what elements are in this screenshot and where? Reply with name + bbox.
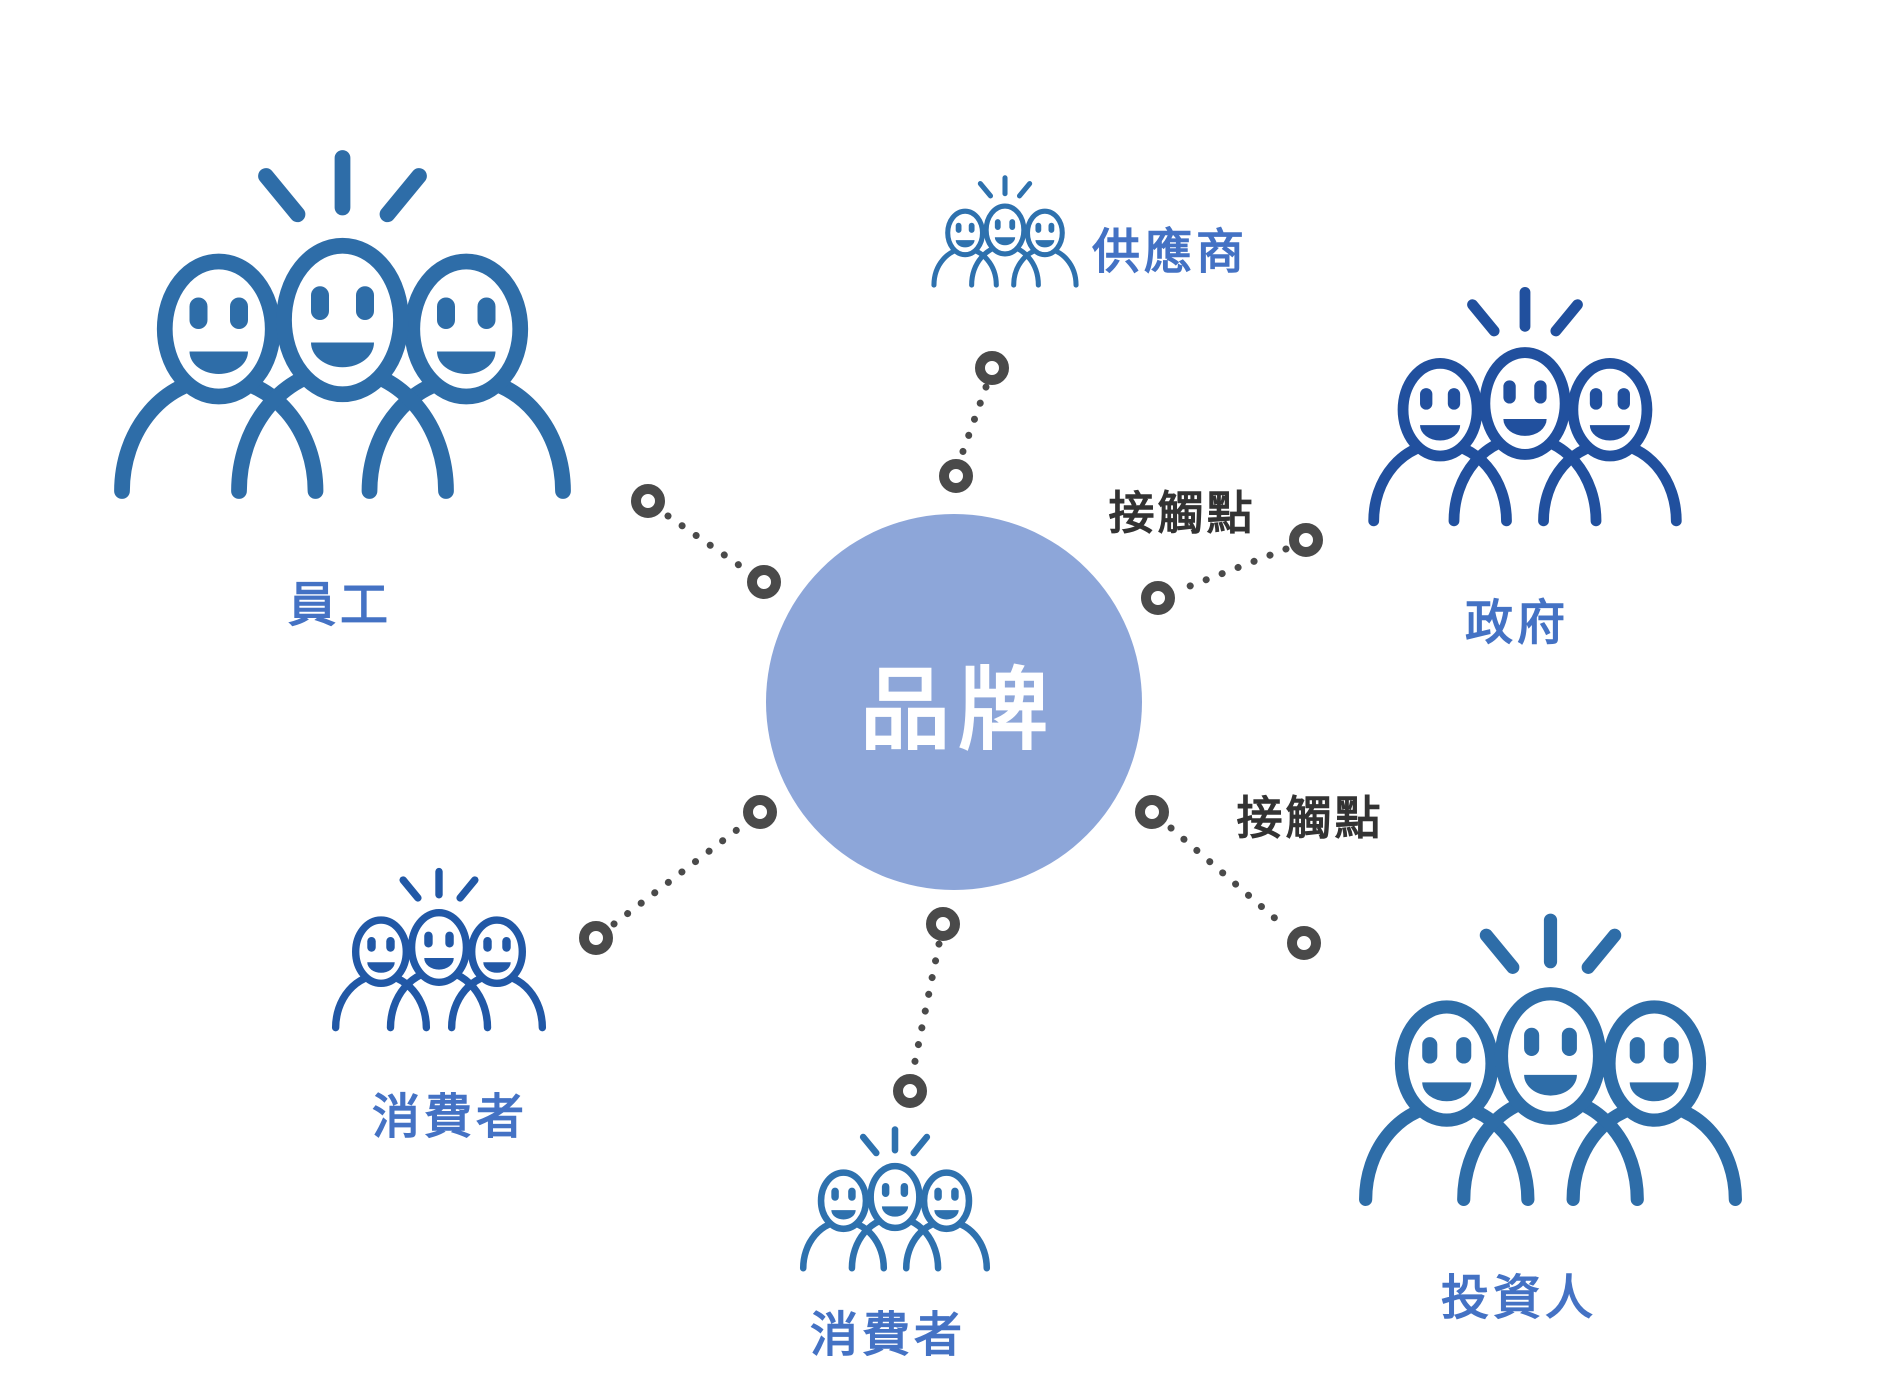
touchpoint-label-bottom: 接觸點 (1236, 792, 1384, 844)
consumers-left-group (323, 863, 555, 1032)
ring-endpoint (1289, 523, 1323, 557)
investors-label: 投資人 (1440, 1272, 1598, 1325)
ring-endpoint (1135, 795, 1169, 829)
dotted-line-consumers-mid (909, 940, 943, 1075)
ring-endpoint (926, 907, 960, 941)
dotted-line-suppliers (957, 383, 990, 461)
suppliers-group (925, 172, 1085, 288)
suppliers-label: 供應商 (1091, 226, 1249, 279)
brand-label: 品牌 (860, 661, 1056, 761)
ring-endpoint (1287, 926, 1321, 960)
employees-group (95, 140, 590, 500)
employees-label: 員工 (287, 579, 393, 632)
ring-endpoint (747, 565, 781, 599)
people-group-icon (1343, 905, 1758, 1207)
ring-endpoint (579, 921, 613, 955)
people-group-icon (323, 863, 555, 1032)
ring-endpoint (743, 795, 777, 829)
government-group (1355, 280, 1695, 527)
ring-endpoint (893, 1074, 927, 1108)
ring-endpoint (975, 351, 1009, 385)
consumers-mid-label: 消費者 (809, 1309, 967, 1362)
dotted-line-consumers-left (610, 822, 746, 928)
dotted-line-employees (664, 512, 750, 574)
consumers-left-label: 消費者 (371, 1091, 529, 1144)
people-group-icon (95, 140, 590, 500)
ring-endpoint (631, 484, 665, 518)
government-label: 政府 (1464, 597, 1570, 650)
investors-group (1343, 905, 1758, 1207)
brand-circle: 品牌 (766, 514, 1142, 890)
people-group-icon (792, 1122, 998, 1272)
dotted-line-government (1173, 545, 1290, 595)
people-group-icon (925, 172, 1085, 288)
touchpoint-label-top: 接觸點 (1108, 487, 1256, 539)
ring-endpoint (1141, 581, 1175, 615)
people-group-icon (1355, 280, 1695, 527)
ring-endpoint (939, 459, 973, 493)
consumers-mid-group (792, 1122, 998, 1272)
